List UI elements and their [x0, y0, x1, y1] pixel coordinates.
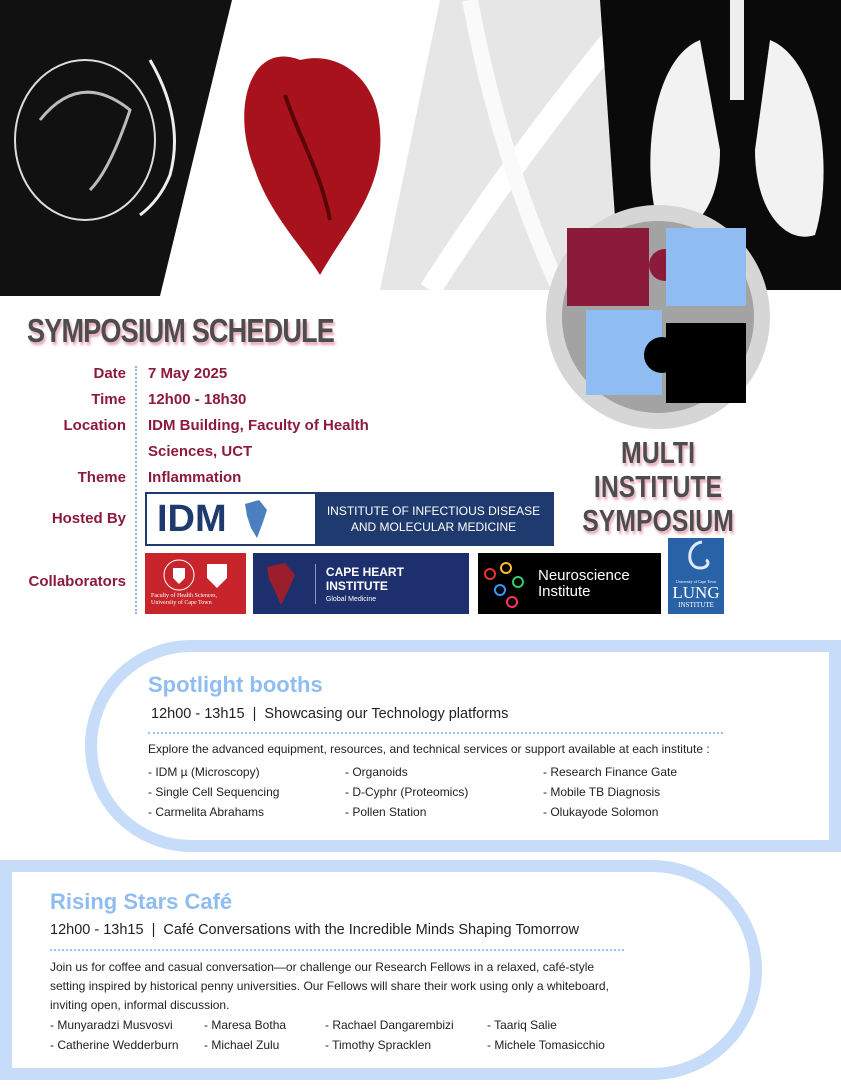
divider [135, 366, 137, 614]
location-value-1: IDM Building, Faculty of Health [148, 417, 369, 434]
event-name-line2: SYMPOSIUM [582, 503, 734, 538]
cape-heart-logo: CAPE HEART INSTITUTE Global Medicine [253, 553, 469, 614]
date-label: Date [93, 365, 126, 382]
lung-university: University of Cape Town [675, 579, 717, 584]
time-value: 12h00 - 18h30 [148, 391, 247, 408]
list-item: - Research Finance Gate [543, 765, 678, 779]
page-title: SYMPOSIUM SCHEDULE [27, 312, 335, 349]
list-item: - Carmelita Abrahams [148, 805, 265, 819]
cafe-subtitle: 12h00 - 13h15 | Café Conversations with … [50, 922, 580, 938]
spotlight-list: - IDM µ (Microscopy) - Organoids - Researc… [148, 765, 743, 819]
lung-swirl-icon [688, 540, 710, 570]
cafe-divider [50, 949, 624, 951]
list-item: - IDM µ (Microscopy) [148, 765, 260, 779]
cafe-desc-line2: setting inspired by historical penny uni… [50, 979, 609, 993]
spotlight-intro: Explore the advanced equipment, resource… [148, 742, 710, 756]
list-item: - Mobile TB Diagnosis [543, 785, 661, 799]
theme-value: Inflammation [148, 469, 242, 486]
fhs-university: University of Cape Town [151, 600, 212, 606]
list-item: - Single Cell Sequencing [148, 785, 280, 799]
list-item: - Organoids [345, 765, 408, 779]
idm-name-line2: AND MOLECULAR MEDICINE [350, 520, 517, 534]
list-item: - Michele Tomasicchio [487, 1038, 605, 1052]
list-item: - Catherine Wedderburn [50, 1038, 179, 1052]
time-label: Time [91, 391, 126, 408]
list-item: - Maresa Botha [204, 1018, 287, 1032]
africa-red-icon [267, 562, 295, 605]
dna-image [380, 0, 650, 296]
cafe-list: - Munyaradzi Musvosvi - Maresa Botha - Rac… [50, 1018, 637, 1052]
puzzle-logo [546, 205, 770, 429]
chi-name: CAPE HEART INSTITUTE [325, 564, 404, 593]
lung-institute: INSTITUTE [678, 601, 714, 609]
fhs-name: Faculty of Health Sciences, [151, 593, 217, 599]
spotlight-subtitle: 12h00 - 13h15 | Showcasing our Technolog… [151, 706, 509, 722]
idm-name-line1: INSTITUTE OF INFECTIOUS DISEASE [326, 504, 541, 518]
crest-icon [163, 559, 227, 591]
list-item: - D-Cyphr (Proteomics) [345, 785, 469, 799]
spotlight-divider [148, 732, 723, 734]
lung-institute-logo: University of Cape Town LUNG INSTITUTE [668, 538, 724, 614]
location-label: Location [63, 417, 127, 434]
list-item: - Timothy Spracklen [325, 1038, 432, 1052]
theme-label: Theme [77, 469, 126, 486]
cafe-desc-line3: inviting open, informal discussion. [50, 998, 230, 1012]
cafe-desc-line1: Join us for coffee and casual conversati… [50, 960, 595, 974]
list-item: - Taariq Salie [487, 1018, 557, 1032]
collaborators-label: Collaborators [28, 573, 126, 590]
list-item: - Olukayode Solomon [543, 805, 659, 819]
banner-images [0, 0, 841, 296]
lung-name: LUNG [672, 583, 720, 602]
neuro-line1: Neuroscience [538, 566, 630, 584]
event-name: MULTI INSTITUTE SYMPOSIUM [564, 436, 753, 538]
list-item: - Rachael Dangarembizi [325, 1018, 454, 1032]
list-item: - Munyaradzi Musvosvi [50, 1018, 173, 1032]
heart-image [244, 56, 381, 275]
spotlight-title: Spotlight booths [148, 672, 323, 697]
idm-logo: IDM INSTITUTE OF INFECTIOUS DISEASE AND … [145, 492, 554, 546]
cafe-title: Rising Stars Café [50, 889, 233, 914]
list-item: - Pollen Station [345, 805, 427, 819]
list-item: - Michael Zulu [204, 1038, 280, 1052]
brain-image [0, 0, 232, 296]
fhs-logo: Faculty of Health Sciences, University o… [145, 553, 246, 614]
chi-sub: Global Medicine [325, 595, 377, 603]
date-value: 7 May 2025 [148, 365, 228, 382]
event-name-line1: MULTI INSTITUTE [593, 435, 723, 504]
hosted-label: Hosted By [51, 510, 126, 527]
neuro-line2: Institute [538, 582, 591, 600]
africa-map-icon [244, 500, 267, 538]
location-value-2: Sciences, UCT [148, 443, 253, 460]
cafe-description: Join us for coffee and casual conversati… [50, 958, 609, 1015]
network-icon [484, 562, 524, 608]
idm-abbr: IDM [157, 497, 227, 540]
